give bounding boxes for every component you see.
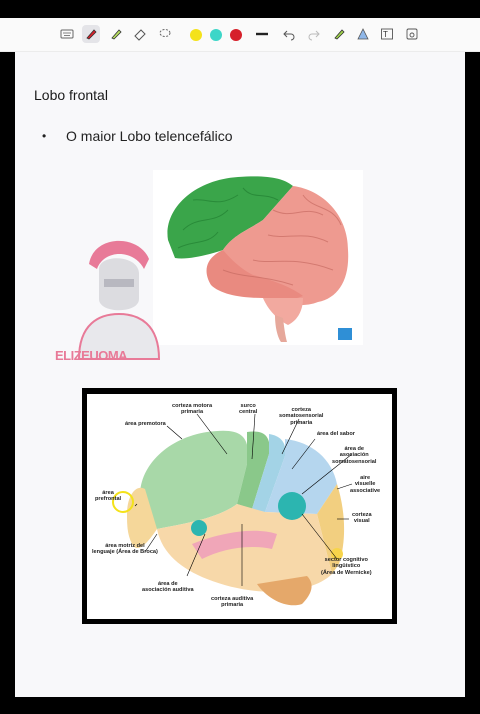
svg-text:T: T: [383, 30, 388, 39]
keyboard-icon[interactable]: [58, 25, 76, 43]
color-teal-swatch[interactable]: [210, 29, 222, 41]
logo-text: ELIZEUOMA: [55, 348, 128, 363]
bullet-marker: •: [42, 129, 47, 143]
redo-icon[interactable]: [305, 25, 323, 43]
lasso-icon[interactable]: [156, 25, 174, 43]
highlighter-icon[interactable]: [330, 25, 348, 43]
brain-illustration: [153, 170, 363, 345]
brain-diagram-drawing: [112, 413, 353, 606]
label-area-premotora: área premotora: [125, 421, 166, 427]
image-icon[interactable]: [403, 25, 421, 43]
shape-icon[interactable]: [354, 25, 372, 43]
marker-icon[interactable]: [107, 25, 125, 43]
undo-icon[interactable]: [280, 25, 298, 43]
color-red-swatch[interactable]: [230, 29, 242, 41]
label-area-sabor: área del sabor: [317, 431, 355, 437]
brand-logo: [77, 240, 161, 360]
bullet-text: O maior Lobo telencefálico: [66, 128, 233, 144]
color-yellow-swatch[interactable]: [190, 29, 202, 41]
toolbar: T: [0, 18, 480, 52]
bottom-bar: [0, 697, 480, 714]
status-bar: [0, 0, 480, 18]
line-width-icon[interactable]: [253, 25, 271, 43]
page-title: Lobo frontal: [34, 87, 108, 103]
eraser-icon[interactable]: [131, 25, 149, 43]
text-box-icon[interactable]: T: [378, 25, 396, 43]
pen-icon[interactable]: [82, 25, 100, 43]
note-page[interactable]: Lobo frontal • O maior Lobo telencefálic…: [15, 52, 465, 697]
